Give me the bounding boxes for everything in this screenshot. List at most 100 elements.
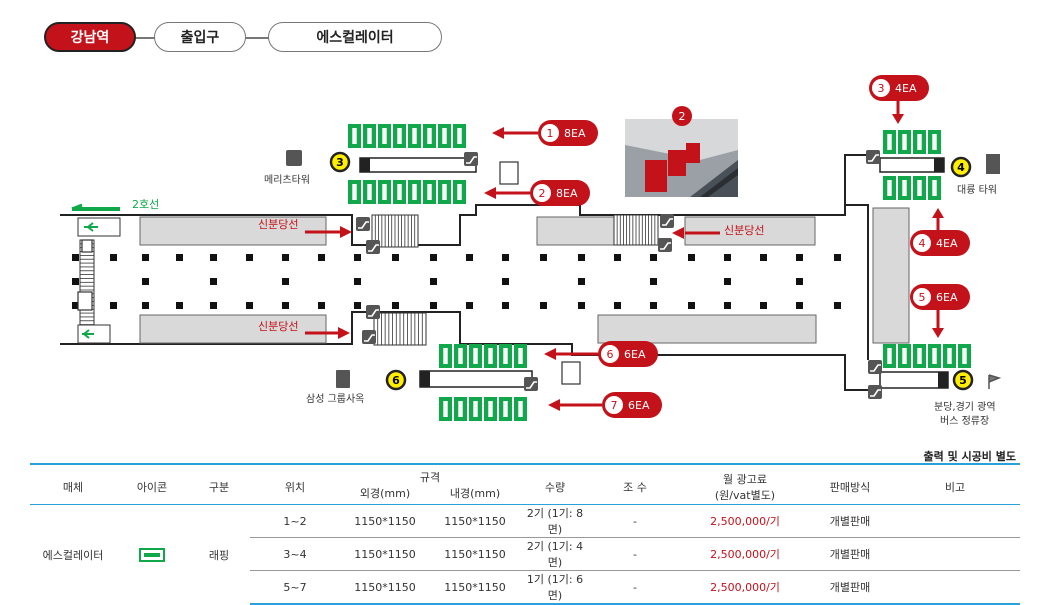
column-pillar [614, 302, 621, 309]
cell-remark [890, 504, 1020, 538]
callout-6[interactable]: 6 6EA [544, 341, 658, 367]
column-pillar [834, 254, 841, 261]
column-pillar [502, 254, 509, 261]
col-price-line1: 월 광고료 [723, 472, 767, 486]
green-escalator-icon [139, 547, 165, 562]
line2-label: 2호선 [132, 198, 159, 211]
breadcrumb-station[interactable]: 강남역 [44, 22, 136, 52]
building-icon [336, 370, 350, 388]
column-pillar [142, 254, 149, 261]
cell-media: 에스컬레이터 [42, 548, 104, 562]
col-inner: 내경(mm) [430, 485, 520, 505]
column-pillar [650, 302, 657, 309]
escalator-icon [356, 217, 370, 231]
column-pillar [540, 254, 547, 261]
callout-number: 5 [919, 291, 926, 304]
column-pillar [724, 254, 731, 261]
column-pillar [282, 278, 289, 285]
column-pillar [796, 278, 803, 285]
cell-qty: 2기 (1기: 8면) [520, 504, 590, 538]
escalator-strips [359, 157, 949, 389]
column-pillar [650, 254, 657, 261]
callout-qty: 4EA [936, 237, 958, 250]
cell-sale: 개별판매 [810, 570, 890, 605]
building-meritz: 메리츠타워 [264, 173, 310, 186]
escalator-photo: 2 [625, 106, 738, 197]
buildings: 메리츠타워 대륭 타워 삼성 그룹사옥 분당,경기 광역 버스 정류장 [264, 150, 1002, 427]
breadcrumb: 강남역 출입구 에스컬레이터 [44, 22, 444, 52]
column-pillar [430, 278, 437, 285]
cell-inner: 1150*1150 [430, 570, 520, 605]
column-pillar [724, 278, 731, 285]
column-pillar [72, 302, 79, 309]
column-pillar [578, 302, 585, 309]
column-pillar [110, 254, 117, 261]
breadcrumb-category[interactable]: 출입구 [154, 22, 246, 52]
callout-number: 7 [611, 399, 618, 412]
column-pillar [650, 278, 657, 285]
col-price: 월 광고료 (원/vat별도) [680, 463, 810, 505]
escalator-icon [660, 214, 674, 228]
breadcrumb-media[interactable]: 에스컬레이터 [268, 22, 442, 52]
platform-block [139, 314, 327, 344]
cell-position: 5~7 [250, 570, 340, 605]
platform-block [684, 216, 816, 246]
column-pillar [392, 254, 399, 261]
shinbundang-labels: 신분당선 신분당선 신분당선 [258, 218, 764, 339]
callout-qty: 8EA [564, 127, 586, 140]
escalator-icon [868, 385, 882, 399]
column-pillar [354, 302, 361, 309]
column-pillar [210, 278, 217, 285]
cell-price: 2,500,000/기 [680, 504, 810, 538]
elevator-icon [81, 239, 93, 253]
cell-inner: 1150*1150 [430, 537, 520, 571]
column-pillar [72, 278, 79, 285]
photo-marker: 2 [679, 110, 686, 123]
corridor-columns [72, 254, 841, 309]
column-pillar [176, 254, 183, 261]
col-price-line2: (원/vat별도) [714, 488, 776, 502]
cell-sale: 개별판매 [810, 537, 890, 571]
callout-qty: 6EA [624, 348, 646, 361]
column-pillar [282, 302, 289, 309]
column-pillar [502, 278, 509, 285]
breadcrumb-connector [244, 37, 272, 39]
escalator-icon [366, 240, 380, 254]
shinbundang-label: 신분당선 [258, 320, 298, 333]
platform-block [139, 216, 327, 246]
cell-type: 래핑 [208, 548, 230, 562]
callout-qty: 6EA [936, 291, 958, 304]
elevator-icons [77, 161, 581, 385]
column-pillar [246, 302, 253, 309]
bus-stop-line2: 버스 정류장 [940, 415, 989, 427]
column-pillar [540, 302, 547, 309]
cell-qty: 1기 (1기: 6면) [520, 570, 590, 605]
breadcrumb-connector [134, 37, 156, 39]
column-pillar [110, 302, 117, 309]
col-icon: 아이콘 [116, 463, 188, 505]
col-type: 구분 [188, 463, 250, 505]
column-pillar [142, 278, 149, 285]
col-position: 위치 [250, 463, 340, 505]
callout-number: 3 [878, 82, 885, 95]
elevator-icon [499, 161, 519, 185]
col-outer: 외경(mm) [340, 485, 430, 505]
bus-stop-line1: 분당,경기 광역 [934, 400, 996, 413]
column-pillar [210, 302, 217, 309]
column-pillar [354, 278, 361, 285]
callout-number: 6 [607, 348, 614, 361]
escalator-icon [362, 330, 376, 344]
cell-outer: 1150*1150 [340, 504, 430, 538]
column-pillar [614, 254, 621, 261]
column-pillar [796, 302, 803, 309]
column-pillar [466, 302, 473, 309]
exit-number: 3 [336, 156, 344, 169]
platforms [139, 207, 910, 344]
callout-5[interactable]: 5 6EA [910, 284, 970, 338]
